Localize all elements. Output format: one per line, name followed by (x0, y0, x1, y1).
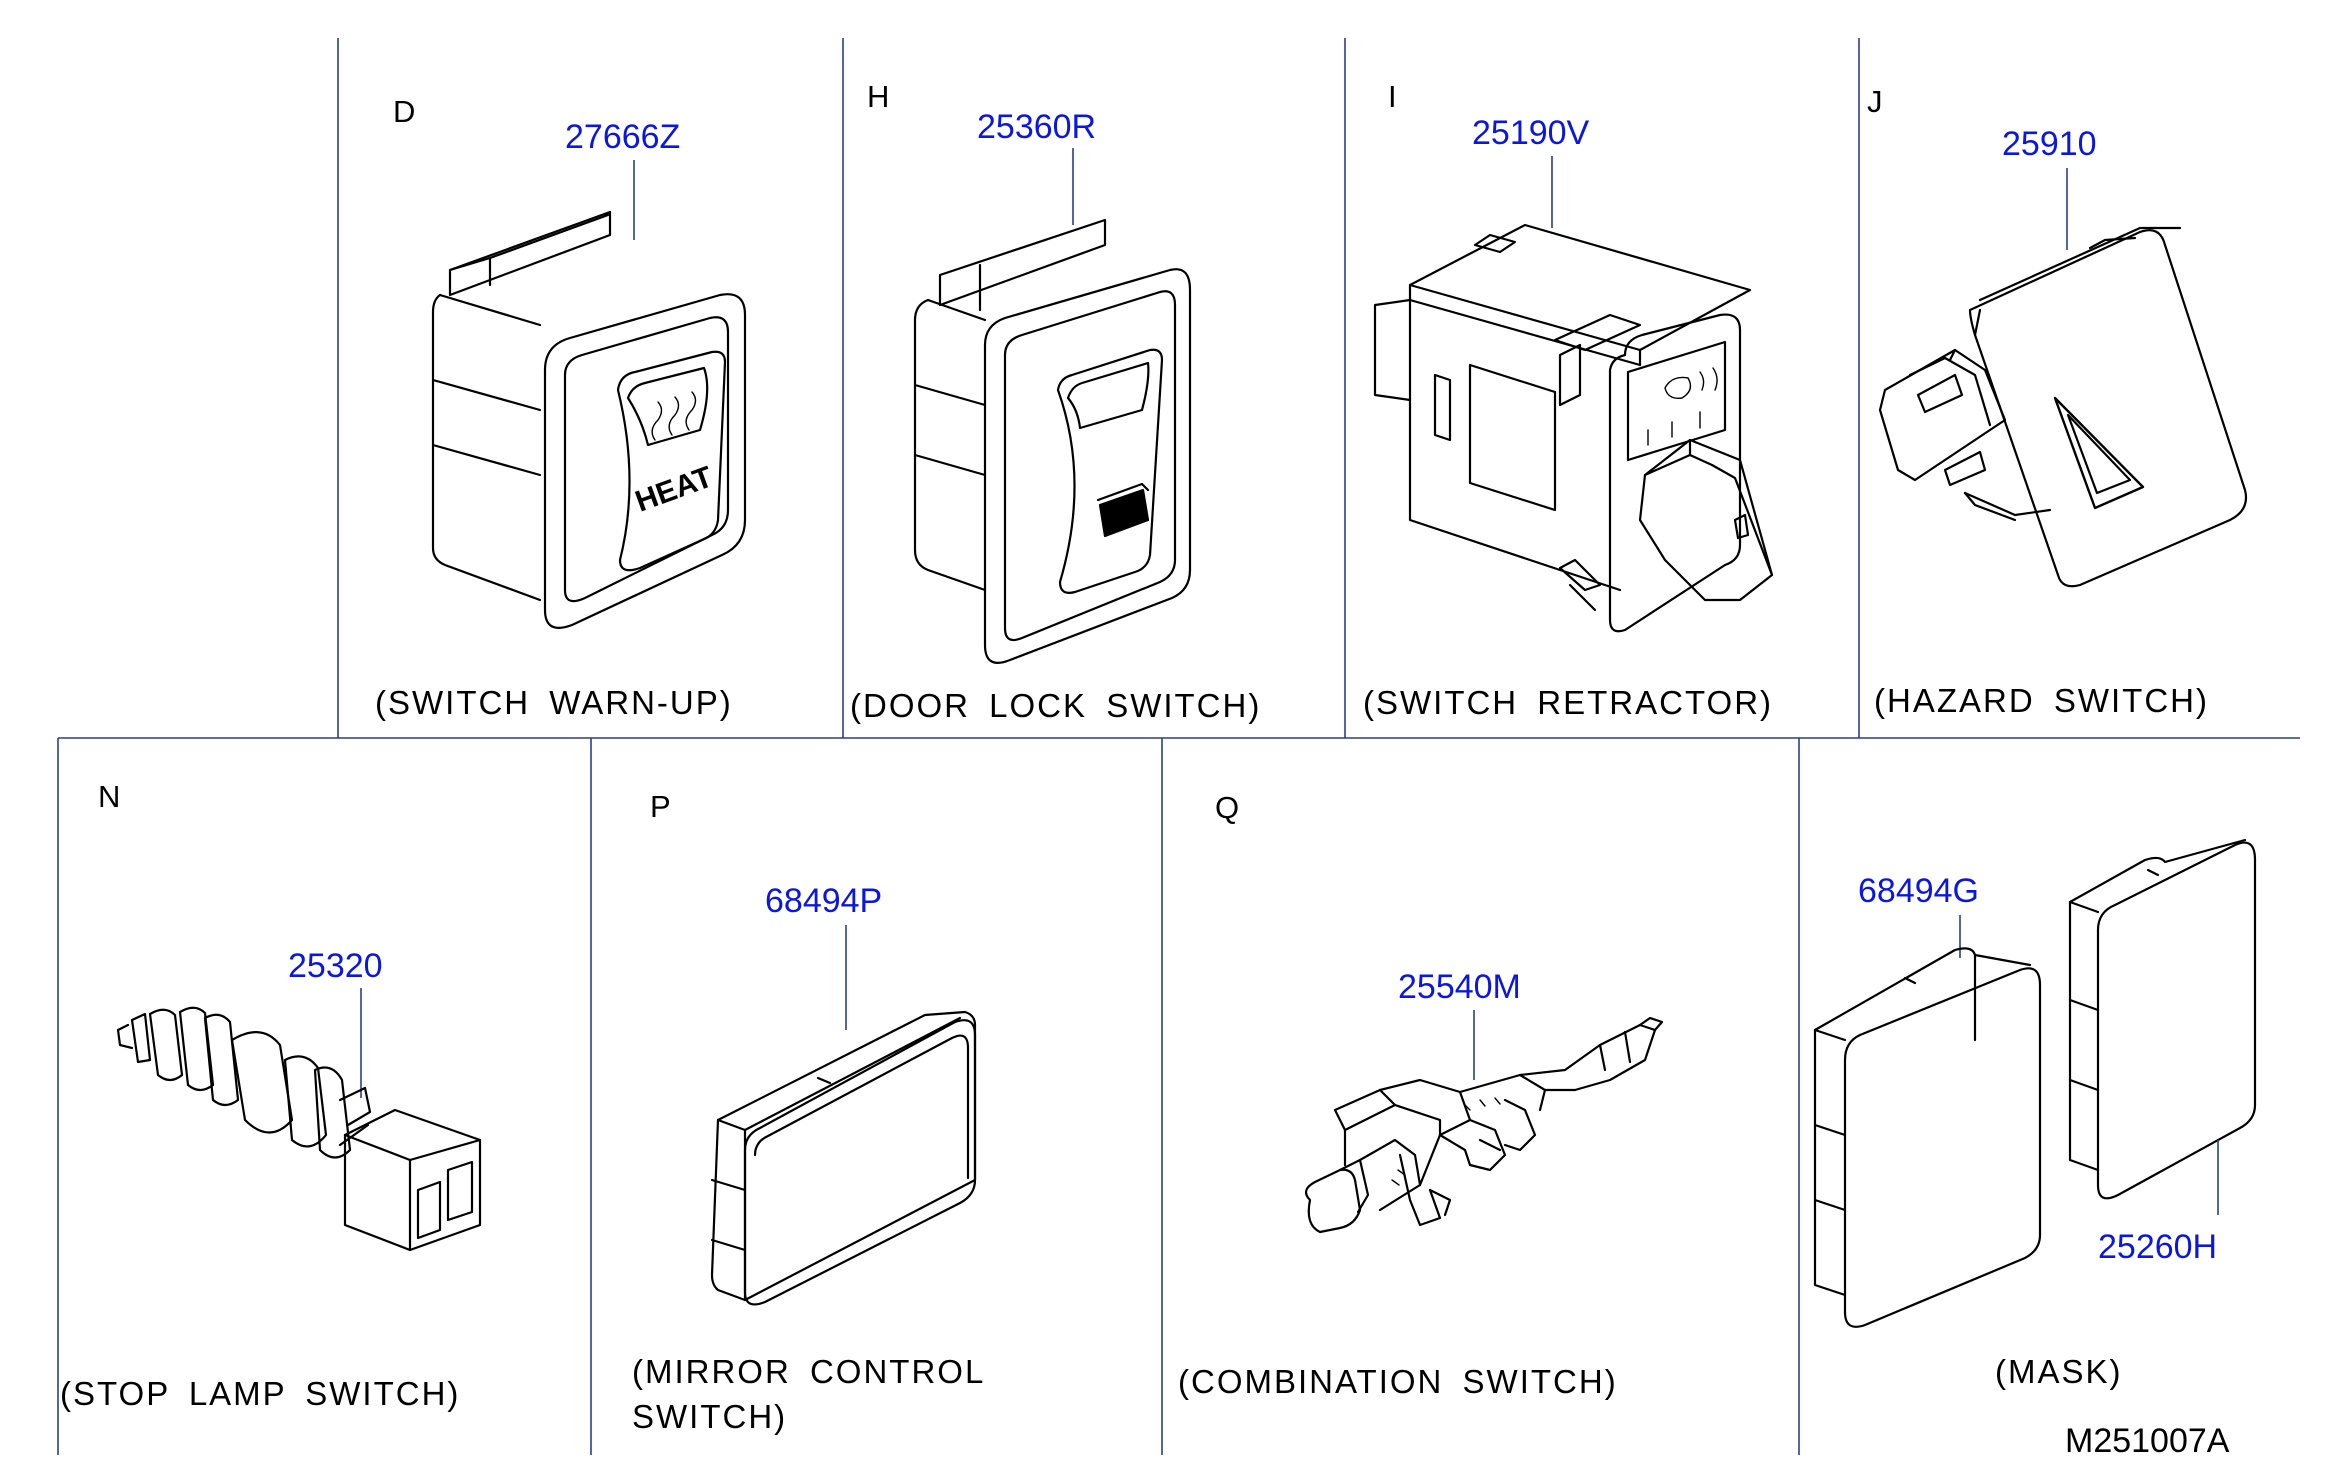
mask-right-drawing (2068, 838, 2257, 1200)
panel-letter-q: Q (1215, 790, 1239, 825)
part-number-68494g[interactable]: 68494G (1858, 872, 1979, 910)
caption-mirror-control-line1: (MIRROR CONTROL (632, 1353, 985, 1390)
panel-letter-j: J (1867, 84, 1883, 119)
combination-switch-drawing (1304, 1016, 1664, 1234)
part-number-25320[interactable]: 25320 (288, 947, 383, 985)
panel-letter-i: I (1388, 79, 1397, 114)
caption-switch-warn-up: (SWITCH WARN-UP) (375, 684, 733, 721)
part-number-27666z[interactable]: 27666Z (565, 118, 680, 156)
panel-p: P 68494P (MIRROR CONTROL SWITCH) (632, 789, 985, 1435)
panel-n: N 25320 (STOP LAMP SWITCH) (60, 779, 482, 1412)
caption-switch-retractor: (SWITCH RETRACTOR) (1363, 684, 1773, 721)
mask-left-drawing (1813, 947, 2042, 1328)
switch-warm-up-drawing: HEAT (431, 210, 747, 629)
stop-lamp-switch-drawing (116, 1006, 482, 1252)
caption-stop-lamp-switch: (STOP LAMP SWITCH) (60, 1375, 460, 1412)
caption-mirror-control-line2: SWITCH) (632, 1398, 787, 1435)
part-number-25910[interactable]: 25910 (2002, 125, 2097, 163)
caption-hazard-switch: (HAZARD SWITCH) (1874, 682, 2209, 719)
panel-j: J 25910 (HAZARD SWITCH) (1867, 84, 2248, 719)
panel-h: H 25360R (DOOR LOCK SWITCH) (850, 79, 1261, 724)
part-number-25360r[interactable]: 25360R (977, 108, 1096, 146)
panel-q: Q 25540M (COMBINATION SWITCH) (1178, 790, 1664, 1400)
panel-i: I 25190V (1363, 79, 1774, 721)
panel-letter-d: D (393, 94, 415, 129)
panel-mask: 68494G 25260H (MASK) (1813, 838, 2257, 1390)
diagram-code: M251007A (2065, 1422, 2230, 1460)
part-number-68494p[interactable]: 68494P (765, 882, 882, 920)
hazard-switch-drawing (1878, 226, 2248, 588)
part-number-25260h[interactable]: 25260H (2098, 1228, 2217, 1266)
panel-d: D 27666Z HEAT (SWITCH WARN-UP) (375, 94, 747, 721)
caption-combination-switch: (COMBINATION SWITCH) (1178, 1363, 1618, 1400)
door-lock-switch-drawing (913, 218, 1192, 664)
heat-label: HEAT (631, 460, 717, 518)
panel-letter-n: N (98, 779, 120, 814)
panel-letter-h: H (867, 79, 889, 114)
caption-mask: (MASK) (1995, 1353, 2123, 1390)
switch-retractor-drawing (1373, 223, 1774, 633)
part-number-25540m[interactable]: 25540M (1398, 968, 1521, 1006)
panel-letter-p: P (650, 789, 671, 824)
part-number-25190v[interactable]: 25190V (1472, 114, 1590, 152)
mirror-control-mask-drawing (710, 1010, 977, 1306)
caption-door-lock-switch: (DOOR LOCK SWITCH) (850, 687, 1261, 724)
panel-dividers (57, 38, 2300, 1455)
